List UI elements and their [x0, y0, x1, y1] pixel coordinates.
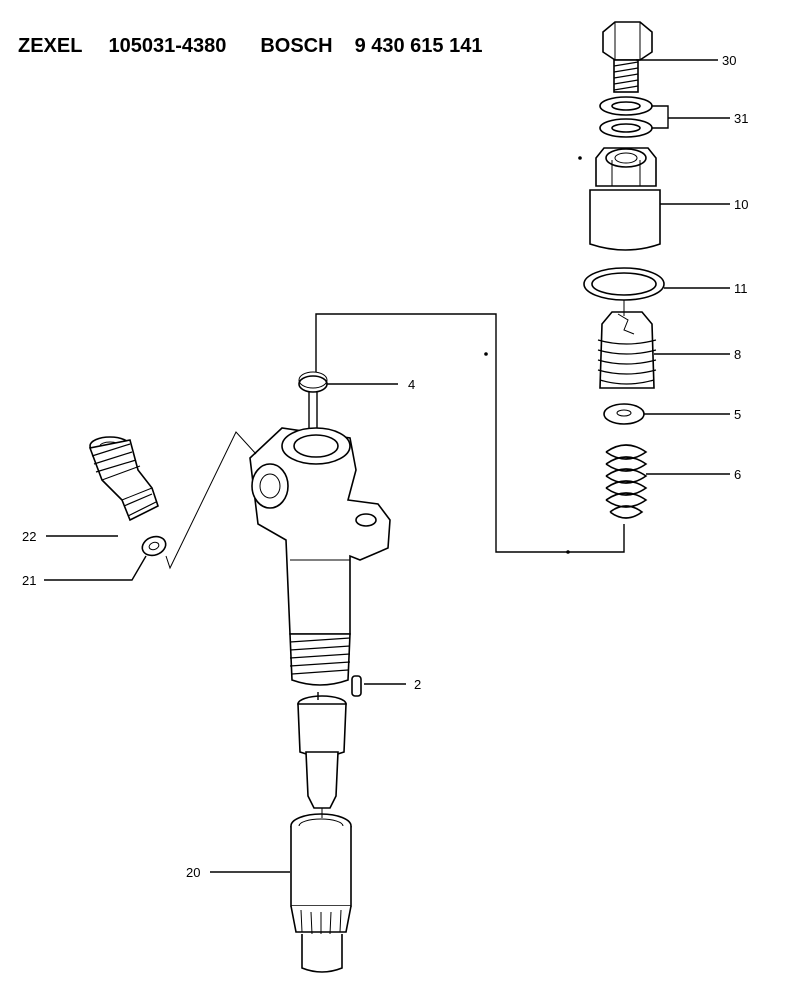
part-30-cap-screw: [602, 21, 653, 93]
header-brand-zexel: ZEXEL: [18, 34, 83, 57]
header-zexel-part-number: 105031-4380: [108, 34, 227, 57]
part-10-cap-nut: [578, 147, 661, 251]
part-11-o-ring: [583, 267, 665, 301]
callout-10: 10: [734, 197, 748, 212]
leader-lines: [44, 59, 730, 873]
nozzle: [297, 692, 347, 809]
header-brand-bosch: BOSCH: [260, 34, 333, 57]
callout-31: 31: [734, 111, 748, 126]
injector-holder-body: [249, 427, 391, 686]
part-20-retaining-nut: [290, 813, 352, 973]
part-22-inlet-connector: [88, 436, 159, 522]
part-21-gasket: [141, 535, 167, 557]
part-8-spring-seat: [597, 311, 657, 389]
callout-22: 22: [22, 529, 36, 544]
callout-21: 21: [22, 573, 36, 588]
part-31-washers: [599, 96, 653, 138]
callout-30: 30: [722, 53, 736, 68]
assembly-center-lines: [165, 300, 625, 818]
drawing-header: ZEXEL 105031-4380 BOSCH 9 430 615 141: [18, 30, 482, 62]
part-6-spring: [605, 444, 648, 519]
callout-5: 5: [734, 407, 741, 422]
callout-6: 6: [734, 467, 741, 482]
callout-2: 2: [414, 677, 421, 692]
part-2-dowel-pin: [351, 675, 362, 697]
callout-numbers: 30 31 10 11 8 5 6 4 22 21 2 20: [22, 53, 748, 880]
callout-8: 8: [734, 347, 741, 362]
part-5-shim: [603, 403, 645, 425]
callout-11: 11: [734, 281, 748, 296]
header-bosch-part-number: 9 430 615 141: [354, 34, 483, 57]
callout-20: 20: [186, 865, 200, 880]
callout-4: 4: [408, 377, 415, 392]
